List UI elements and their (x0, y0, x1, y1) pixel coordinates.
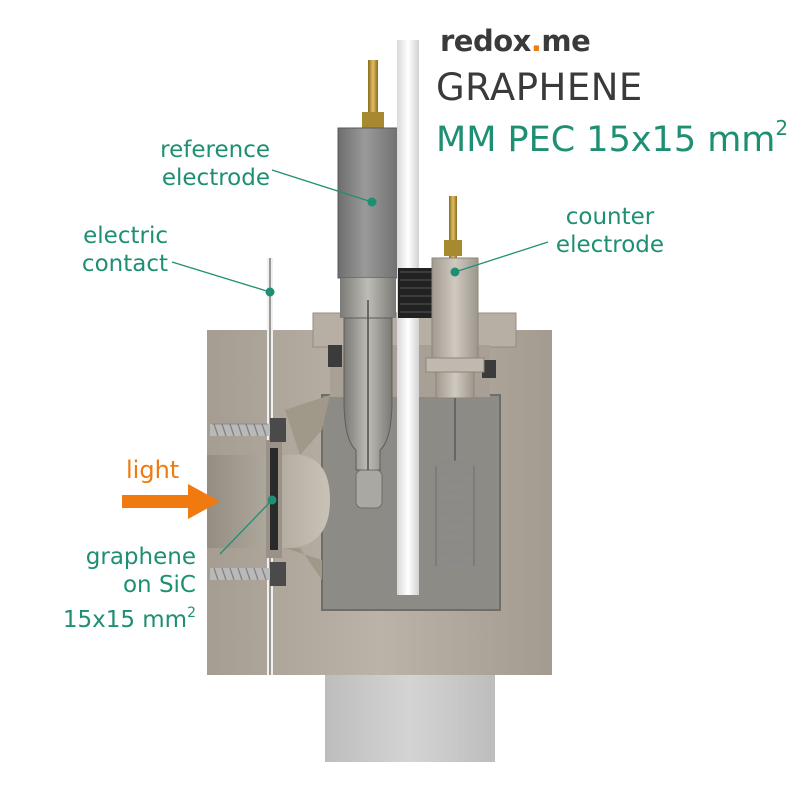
screw-bottom (210, 562, 286, 586)
reference-electrode-assembly (337, 60, 399, 509)
title-line2: MM PEC 15x15 mm2 (436, 116, 789, 160)
callout-sample (219, 499, 273, 555)
counter-electrode-assembly (425, 196, 485, 568)
label-electric-contact: electric contact (81, 223, 168, 277)
screw-top (210, 418, 286, 442)
label-sample: graphene on SiC 15x15 mm2 (62, 544, 196, 633)
brand-logo: redox.me (440, 24, 591, 58)
callout-counter (454, 241, 549, 273)
callout-contact (171, 261, 271, 293)
label-counter-electrode: counter electrode (555, 204, 665, 258)
title-line1: GRAPHENE (436, 66, 643, 109)
callout-reference (271, 169, 373, 203)
counter-coil (435, 460, 475, 568)
light-arrow (122, 484, 220, 519)
label-light: light (126, 456, 180, 484)
label-reference-electrode: reference electrode (160, 137, 270, 191)
